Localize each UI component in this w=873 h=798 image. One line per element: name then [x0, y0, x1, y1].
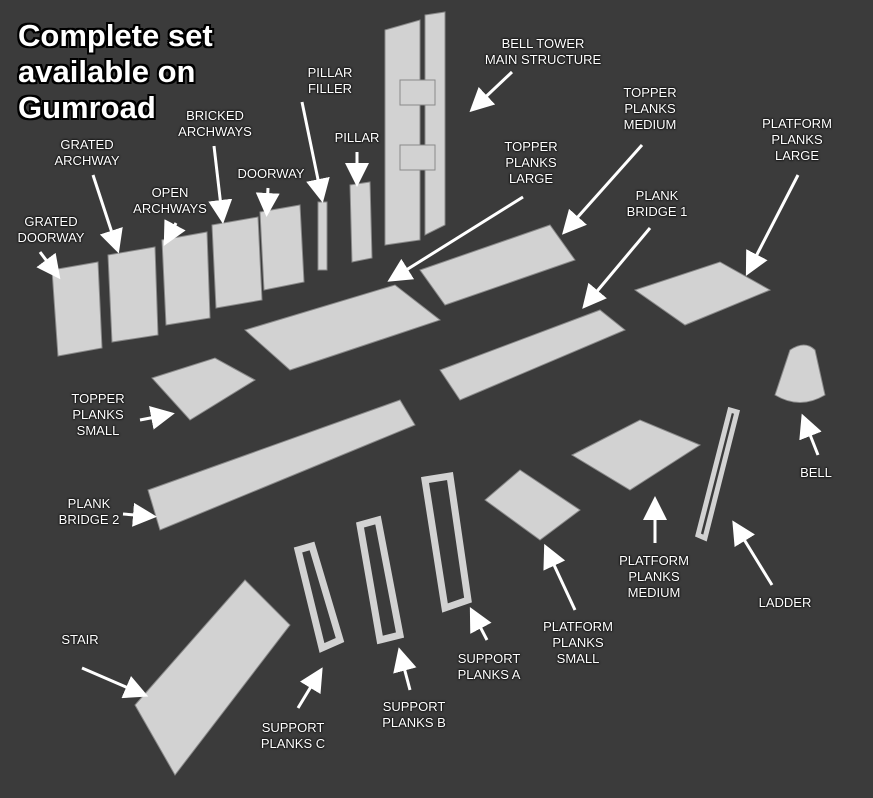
label-line: MAIN STRUCTURE: [484, 52, 602, 67]
platform-planks-large-model: [633, 261, 772, 326]
label-line: PILLAR: [307, 65, 353, 80]
label-line: LARGE: [508, 171, 554, 186]
label-line: SMALL: [76, 423, 120, 438]
label-line: PLANK: [635, 188, 679, 203]
title-line: Complete set: [18, 18, 213, 53]
doorway-model: [259, 204, 305, 291]
label-arrows: [36, 70, 822, 709]
bricked-archways-model: [211, 216, 263, 309]
topper-planks-medium-model: [419, 224, 576, 306]
topper-planks-small-model: [151, 357, 256, 421]
label-bell: BELL: [800, 465, 832, 481]
ladder-model: [695, 406, 741, 542]
plank-bridge-2-model: [147, 399, 416, 531]
label-line: BRIDGE 2: [58, 512, 120, 527]
label-line: ARCHWAYS: [178, 124, 252, 139]
pillar-filler-model: [317, 201, 328, 271]
label-line: PLANKS: [72, 407, 124, 422]
platform-planks-medium-model: [570, 419, 702, 491]
label-line: SUPPORT: [382, 699, 446, 714]
title-line: available on: [18, 54, 196, 89]
label-line: PLANKS: [552, 635, 604, 650]
label-line: LADDER: [758, 595, 812, 610]
label-line: TOPPER: [71, 391, 125, 406]
label-line: ARCHWAY: [54, 153, 120, 168]
label-line: DOORWAY: [237, 166, 305, 181]
topper-planks-large-model: [243, 284, 442, 371]
label-line: GRATED: [24, 214, 78, 229]
label-line: GRATED: [60, 137, 114, 152]
label-line: DOORWAY: [17, 230, 85, 245]
label-line: BRICKED: [186, 108, 244, 123]
stair-model: [134, 579, 291, 776]
title-line: Gumroad: [18, 90, 156, 125]
label-line: SUPPORT: [261, 720, 325, 735]
label-line: SUPPORT: [457, 651, 521, 666]
label-line: PLATFORM: [762, 116, 832, 131]
label-line: OPEN: [151, 185, 189, 200]
label-line: PILLAR: [334, 130, 380, 145]
label-line: PLANKS A: [457, 667, 521, 682]
label-doorway: DOORWAY: [238, 166, 305, 182]
label-line: TOPPER: [623, 85, 677, 100]
label-line: PLATFORM: [619, 553, 689, 568]
bell-tower-model: [384, 11, 446, 246]
label-line: TOPPER: [504, 139, 558, 154]
support-planks-c-model: [293, 541, 345, 653]
label-line: MEDIUM: [623, 117, 677, 132]
label-ladder: LADDER: [759, 595, 812, 611]
grated-archway-model: [107, 246, 159, 343]
label-line: PLANKS: [505, 155, 557, 170]
open-archways-model: [161, 231, 211, 326]
bell-model: [774, 344, 826, 403]
label-line: PLATFORM: [543, 619, 613, 634]
platform-planks-small-model: [484, 469, 581, 541]
label-stair: STAIR: [61, 632, 98, 648]
label-line: PLANKS: [624, 101, 676, 116]
label-line: ARCHWAYS: [133, 201, 207, 216]
label-line: PLANK: [67, 496, 111, 511]
label-line: STAIR: [61, 632, 99, 647]
label-line: PLANKS: [628, 569, 680, 584]
label-line: PLANKS C: [260, 736, 326, 751]
label-line: FILLER: [307, 81, 353, 96]
label-line: BELL: [800, 465, 832, 480]
grated-doorway-model: [51, 261, 103, 357]
label-pillar: PILLAR: [335, 130, 380, 146]
label-line: PLANKS B: [382, 715, 446, 730]
support-planks-b-model: [356, 515, 405, 645]
label-line: MEDIUM: [627, 585, 681, 600]
support-planks-a-model: [421, 471, 472, 613]
label-line: BELL TOWER: [501, 36, 585, 51]
pillar-model: [349, 181, 373, 263]
label-line: LARGE: [774, 148, 820, 163]
plank-bridge-1-model: [439, 309, 626, 401]
label-line: BRIDGE 1: [626, 204, 688, 219]
promo-title: Complete set available on Gumroad: [18, 18, 213, 126]
label-line: SMALL: [556, 651, 600, 666]
label-line: PLANKS: [771, 132, 823, 147]
